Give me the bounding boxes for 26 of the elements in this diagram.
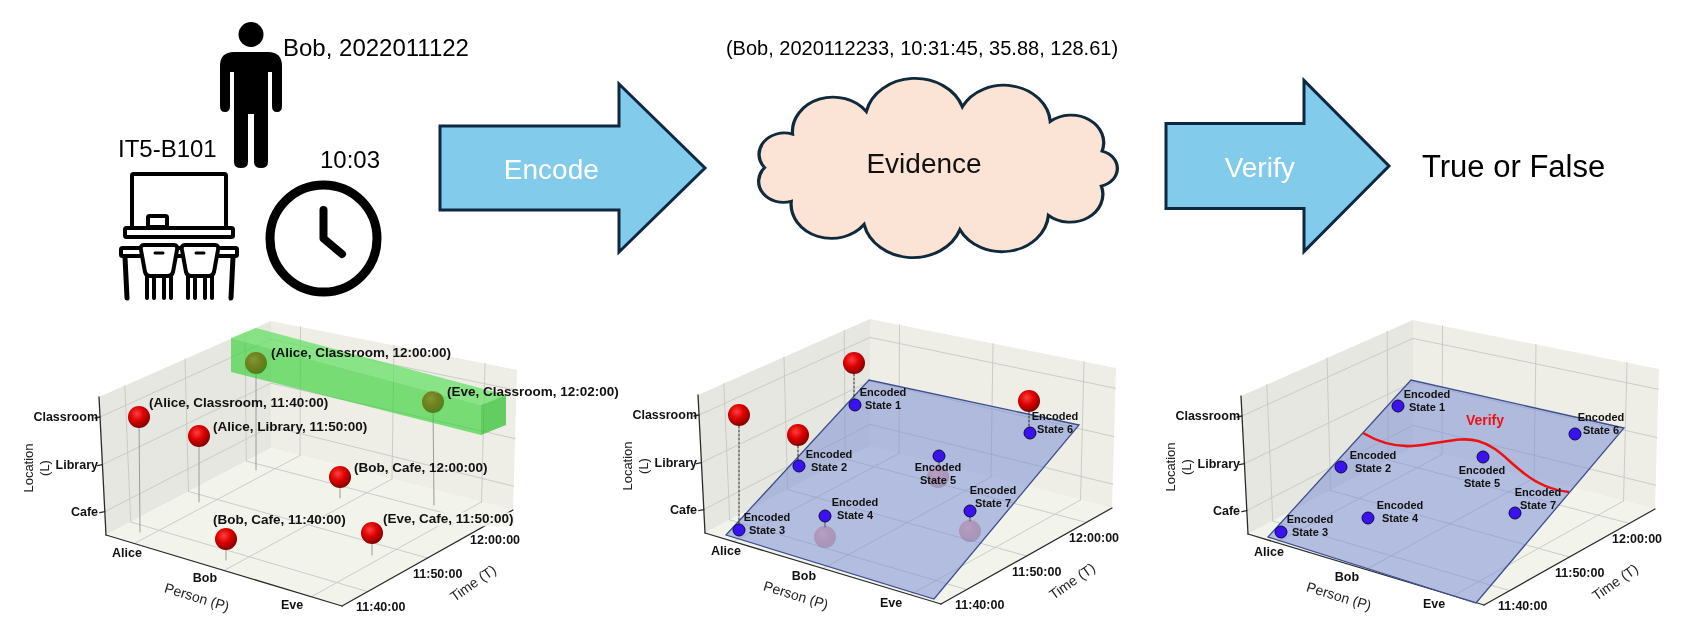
classroom-icon	[118, 172, 240, 301]
edge-label: Verify	[1224, 154, 1295, 182]
caption-text: (Bob, 2020112233, 10:31:45, 35.88, 128.61)	[725, 38, 1119, 58]
result-text: True or False	[1422, 150, 1606, 182]
caption-text: Bob, 2022011122	[283, 35, 469, 60]
axis-tick-label: Library	[654, 456, 697, 470]
block-arrow	[1164, 76, 1392, 256]
clock-icon	[265, 180, 382, 297]
axis-title: Location (L)	[1163, 441, 1195, 494]
node-label: Evidence	[866, 150, 982, 178]
axis-title: Location (L)	[21, 442, 53, 495]
axis-tick-label: Library	[1197, 457, 1240, 471]
axis-tick-label: Cafe	[1212, 504, 1240, 518]
axis-tick-label: Cafe	[70, 505, 98, 519]
axis-tick-label: Classroom	[1175, 409, 1240, 423]
caption-text: 10:03	[320, 148, 381, 172]
block-arrow	[438, 80, 708, 256]
caption-text: IT5-B101	[118, 137, 217, 161]
evidence-cloud	[757, 77, 1119, 259]
edge-label: Encode	[503, 156, 599, 184]
axis-tick-label: Classroom	[33, 410, 98, 424]
person-icon	[220, 22, 282, 168]
axis-tick-label: Classroom	[632, 408, 697, 422]
axis-tick-label: Cafe	[669, 503, 697, 517]
axis-title: Location (L)	[620, 440, 652, 493]
axis-tick-label: Library	[55, 458, 98, 472]
